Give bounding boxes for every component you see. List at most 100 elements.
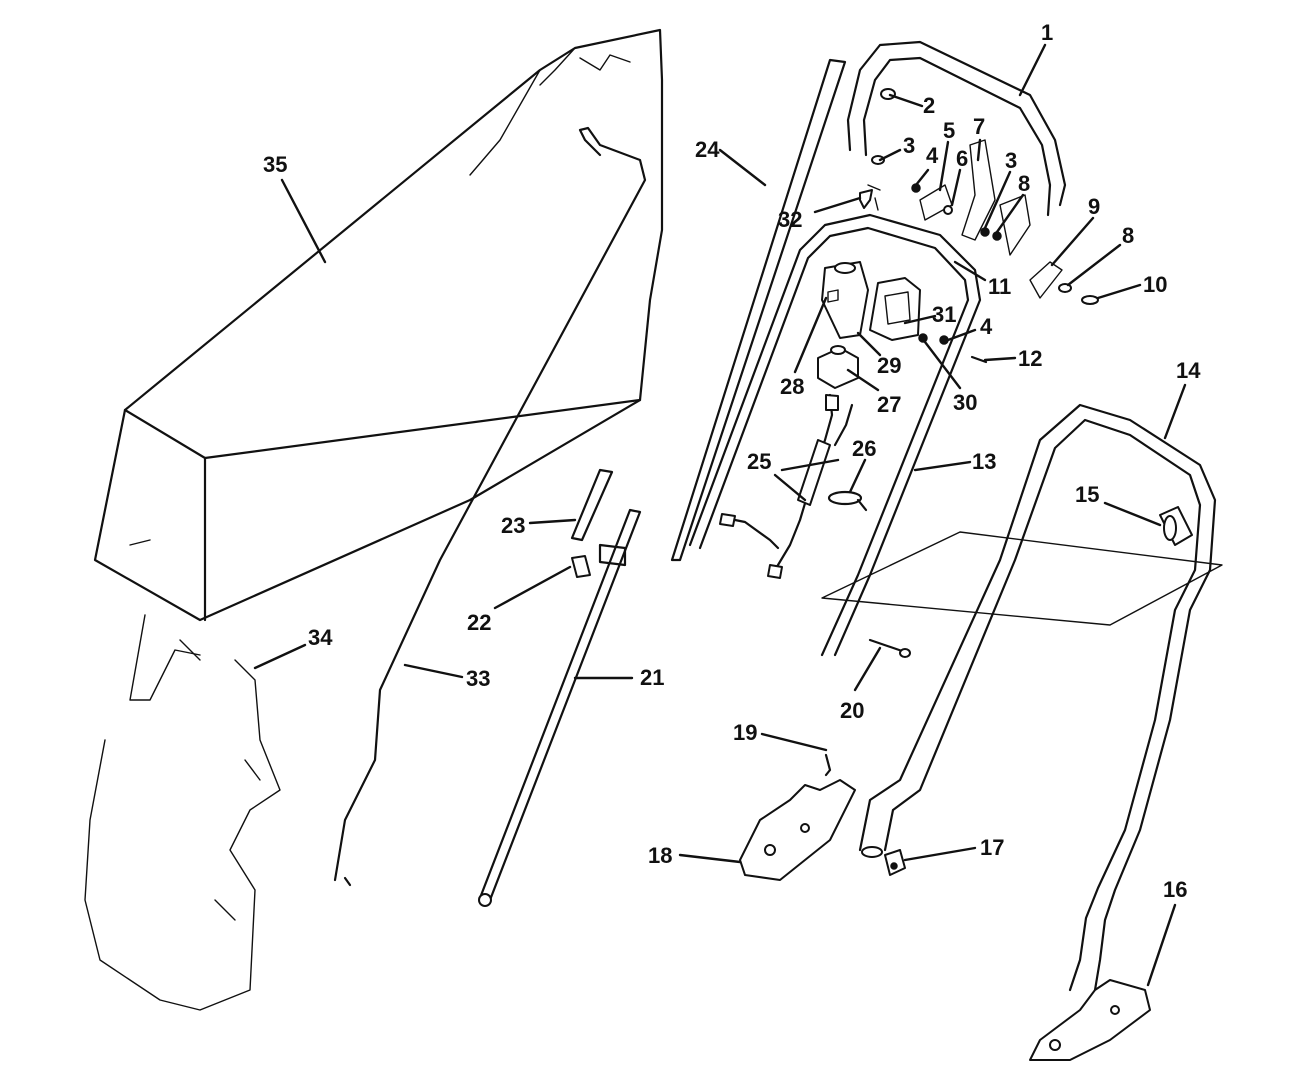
- callout-3b: 3: [1005, 148, 1017, 173]
- leader-8a: [995, 193, 1025, 234]
- leader-20: [853, 646, 882, 692]
- leader-19: [760, 732, 828, 752]
- part-14-lower-handle: [858, 403, 1217, 992]
- leader-29: [856, 331, 882, 357]
- part-17-nut: [884, 849, 906, 876]
- callout-25: 25: [747, 449, 771, 474]
- leader-31: [903, 314, 937, 325]
- part-13-center-handle: [688, 213, 982, 657]
- callout-17: 17: [980, 835, 1004, 860]
- leader-35: [280, 178, 327, 264]
- part-18-bracket: [739, 779, 856, 881]
- callout-35: 35: [263, 152, 287, 177]
- leader-15: [1103, 501, 1162, 527]
- callout-18: 18: [648, 843, 672, 868]
- part-28-bracket: [821, 261, 869, 339]
- callout-26: 26: [852, 436, 876, 461]
- callout-6: 6: [956, 146, 968, 171]
- callout-14: 14: [1176, 358, 1201, 383]
- part-1-upper-handle: [846, 40, 1067, 217]
- leader-10: [1096, 283, 1142, 300]
- part-21-control-rod: [478, 508, 642, 907]
- leader-28: [793, 296, 828, 374]
- callout-23: 23: [501, 513, 525, 538]
- callout-11: 11: [988, 274, 1011, 299]
- leader-3a: [878, 148, 902, 162]
- part-16-bracket: [1029, 979, 1151, 1061]
- leader-23: [528, 518, 577, 525]
- leader-26: [848, 458, 867, 494]
- callout-24: 24: [695, 137, 720, 162]
- leader-lines: [253, 43, 1187, 987]
- leader-33: [403, 663, 464, 679]
- leader-4b: [946, 328, 977, 342]
- leader-24: [718, 148, 767, 187]
- callout-20: 20: [840, 698, 864, 723]
- callout-27: 27: [877, 392, 901, 417]
- part-26-clip: [827, 490, 868, 512]
- leader-11: [953, 260, 987, 282]
- callout-22: 22: [467, 610, 491, 635]
- leader-16: [1146, 903, 1177, 987]
- part-35-grass-bag: [93, 28, 664, 622]
- callout-8a: 8: [1018, 171, 1030, 196]
- callout-10: 10: [1143, 272, 1167, 297]
- leader-8b: [1066, 243, 1122, 287]
- leader-18: [678, 853, 742, 864]
- ground-plane-outline: [821, 531, 1223, 626]
- leader-2: [888, 93, 924, 108]
- part-34-rear-chute: [84, 614, 281, 1011]
- callout-3a: 3: [903, 133, 915, 158]
- part-25-wire-harness: [719, 393, 854, 579]
- leader-27: [846, 368, 880, 392]
- part-32-clip: [859, 189, 873, 209]
- callout-7: 7: [973, 114, 985, 139]
- part-27-switch: [817, 345, 859, 389]
- callout-5: 5: [943, 118, 955, 143]
- callout-33: 33: [466, 666, 490, 691]
- part-19-pin: [824, 753, 832, 777]
- callout-4a: 4: [926, 143, 939, 168]
- callout-29: 29: [877, 353, 901, 378]
- leader-14: [1163, 383, 1187, 440]
- leader-34: [253, 643, 307, 670]
- part-24-long-rod: [670, 58, 847, 562]
- leader-25: [773, 458, 840, 502]
- callout-labels: 1 2 3 4 5 6 7 3 8 9 8 10 11 4 12 13 14 1…: [263, 20, 1201, 902]
- callout-8b: 8: [1122, 223, 1134, 248]
- leader-3b: [983, 170, 1012, 230]
- part-12-bolt: [970, 355, 988, 364]
- leader-6: [950, 168, 962, 207]
- callout-28: 28: [780, 374, 804, 399]
- callout-30: 30: [953, 390, 977, 415]
- callout-9: 9: [1088, 194, 1100, 219]
- callout-15: 15: [1075, 482, 1099, 507]
- callout-31: 31: [932, 302, 956, 327]
- callout-12: 12: [1018, 346, 1042, 371]
- leader-9: [1050, 216, 1095, 267]
- part-23-pin: [570, 468, 614, 542]
- callout-16: 16: [1163, 877, 1187, 902]
- part-31-bracket: [869, 277, 921, 341]
- callout-2: 2: [923, 93, 935, 118]
- callout-32: 32: [778, 207, 802, 232]
- callout-21: 21: [640, 665, 664, 690]
- callout-19: 19: [733, 720, 757, 745]
- leader-7: [976, 138, 982, 162]
- parts-hardware-upper: [867, 139, 1099, 305]
- leader-30: [923, 340, 962, 390]
- callout-34: 34: [308, 625, 333, 650]
- leader-17: [903, 846, 977, 862]
- callout-1: 1: [1041, 20, 1053, 45]
- leader-12: [983, 356, 1017, 362]
- part-22-grip: [571, 555, 591, 578]
- leader-5: [938, 140, 950, 192]
- callout-4b: 4: [980, 314, 993, 339]
- part-15-knob: [1159, 506, 1193, 546]
- leader-4a: [914, 168, 930, 187]
- part-20-bolt: [868, 638, 911, 658]
- part-30-screw: [918, 333, 928, 343]
- part-33-bag-frame-rod: [333, 126, 647, 887]
